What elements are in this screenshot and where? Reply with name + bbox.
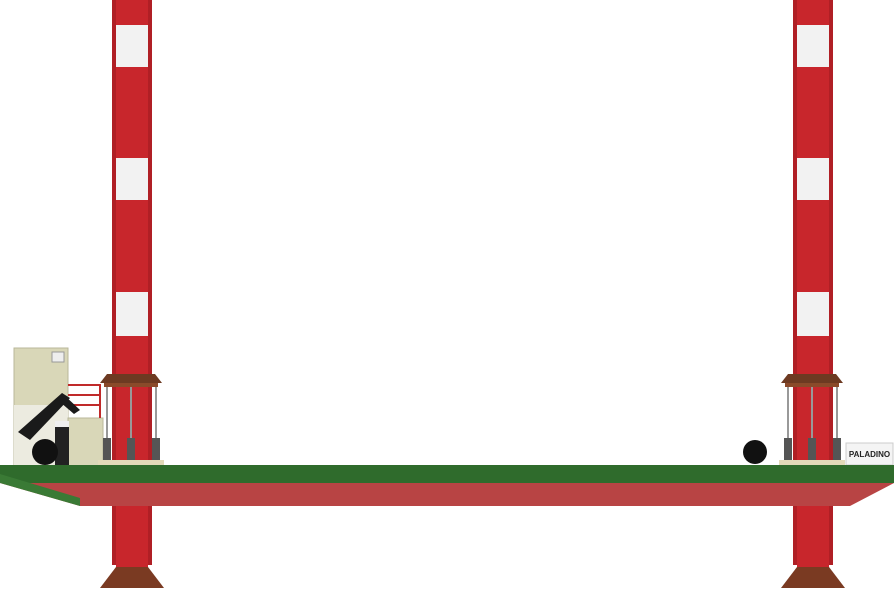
leg-white-band [797, 158, 829, 200]
left-leg [100, 0, 164, 588]
ac-unit-icon [51, 351, 65, 363]
name-plate-text: PALADINO [849, 450, 890, 459]
anchor-winch [743, 440, 767, 464]
leg-white-band [797, 25, 829, 67]
left-jacking-house [98, 374, 164, 466]
name-plate: PALADINO [845, 442, 894, 466]
deck [0, 465, 894, 483]
leg-white-band [116, 292, 148, 336]
leg-white-band [797, 292, 829, 336]
leg-white-band [116, 158, 148, 200]
winch-drum [32, 439, 58, 465]
right-footing [781, 567, 845, 588]
right-jacking-house [779, 374, 845, 466]
left-footing [100, 567, 164, 588]
railing [68, 384, 101, 418]
crane [18, 393, 80, 466]
hull [0, 483, 894, 506]
leg-white-band [116, 25, 148, 67]
